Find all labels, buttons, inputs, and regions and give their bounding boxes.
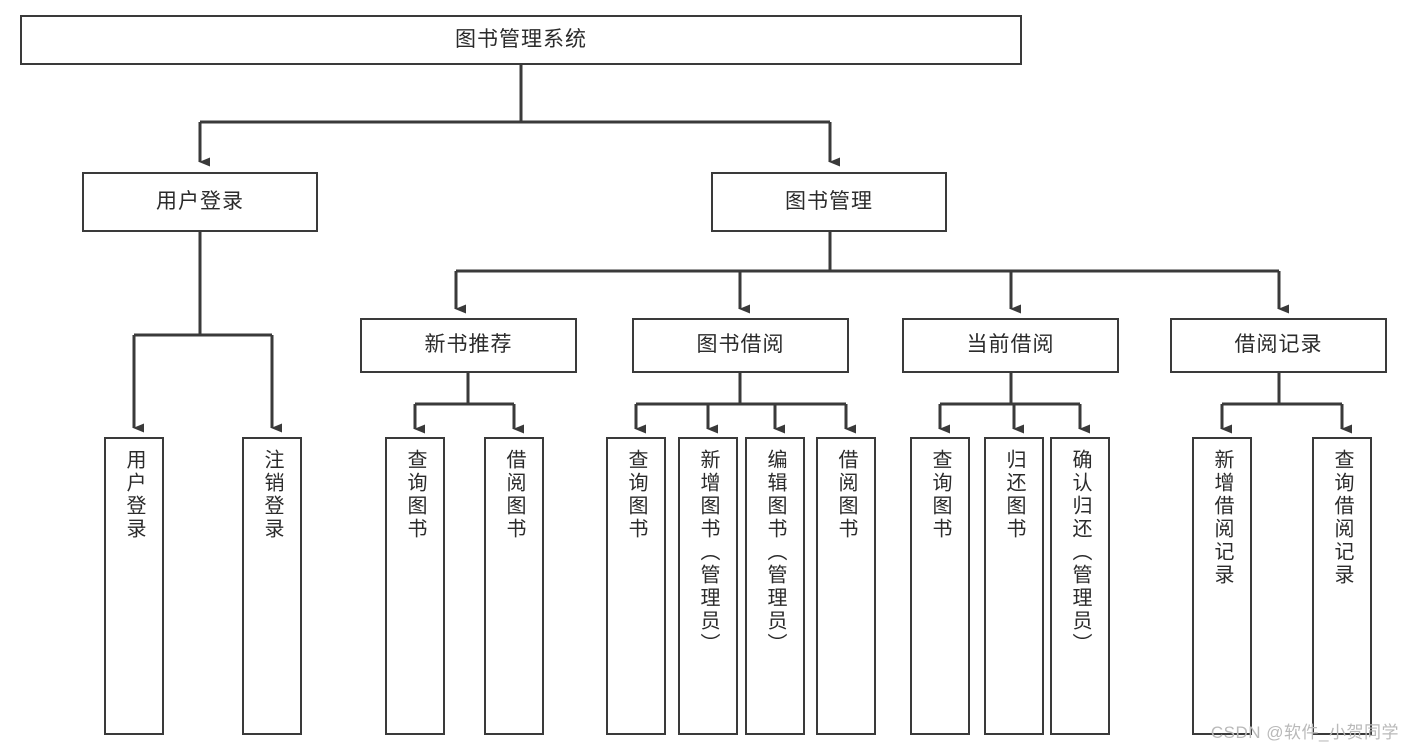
leaf-logout[interactable]: 注销登录	[242, 437, 302, 735]
node-root-label: 图书管理系统	[455, 27, 587, 51]
node-new-book-recommend[interactable]: 新书推荐	[360, 318, 577, 373]
leaf-nb-query-book[interactable]: 查询图书	[385, 437, 445, 735]
leaf-cb-confirm-return-admin[interactable]: 确认归还（管理员）	[1050, 437, 1110, 735]
leaf-bb-edit-book-admin-label: 编辑图书（管理员）	[764, 449, 786, 656]
node-user-login[interactable]: 用户登录	[82, 172, 318, 232]
node-book-management[interactable]: 图书管理	[711, 172, 947, 232]
leaf-cb-return-book-label: 归还图书	[1003, 449, 1025, 541]
leaf-br-query-record-label: 查询借阅记录	[1331, 449, 1353, 587]
node-book-borrow-label: 图书借阅	[696, 333, 785, 357]
leaf-user-login[interactable]: 用户登录	[104, 437, 164, 735]
leaf-bb-add-book-admin[interactable]: 新增图书（管理员）	[678, 437, 738, 735]
node-current-borrow-label: 当前借阅	[966, 333, 1055, 357]
leaf-cb-query-book-label: 查询图书	[929, 449, 951, 541]
node-root[interactable]: 图书管理系统	[20, 15, 1022, 65]
node-user-login-label: 用户登录	[156, 189, 244, 213]
leaf-nb-query-book-label: 查询图书	[404, 449, 426, 541]
leaf-cb-query-book[interactable]: 查询图书	[910, 437, 970, 735]
leaf-cb-confirm-return-admin-label: 确认归还（管理员）	[1069, 449, 1091, 656]
leaf-bb-borrow-book[interactable]: 借阅图书	[816, 437, 876, 735]
leaf-bb-query-book[interactable]: 查询图书	[606, 437, 666, 735]
leaf-cb-return-book[interactable]: 归还图书	[984, 437, 1044, 735]
leaf-br-query-record[interactable]: 查询借阅记录	[1312, 437, 1372, 735]
leaf-bb-query-book-label: 查询图书	[625, 449, 647, 541]
leaf-bb-edit-book-admin[interactable]: 编辑图书（管理员）	[745, 437, 805, 735]
leaf-br-add-record-label: 新增借阅记录	[1211, 449, 1233, 587]
leaf-nb-borrow-book[interactable]: 借阅图书	[484, 437, 544, 735]
leaf-user-login-label: 用户登录	[123, 449, 145, 541]
leaf-bb-add-book-admin-label: 新增图书（管理员）	[697, 449, 719, 656]
node-borrow-record-label: 借阅记录	[1234, 333, 1323, 357]
leaf-bb-borrow-book-label: 借阅图书	[835, 449, 857, 541]
leaf-logout-label: 注销登录	[261, 449, 283, 541]
node-borrow-record[interactable]: 借阅记录	[1170, 318, 1387, 373]
node-book-management-label: 图书管理	[785, 189, 873, 213]
leaf-nb-borrow-book-label: 借阅图书	[503, 449, 525, 541]
node-book-borrow[interactable]: 图书借阅	[632, 318, 849, 373]
node-current-borrow[interactable]: 当前借阅	[902, 318, 1119, 373]
leaf-br-add-record[interactable]: 新增借阅记录	[1192, 437, 1252, 735]
node-new-book-recommend-label: 新书推荐	[424, 333, 513, 357]
